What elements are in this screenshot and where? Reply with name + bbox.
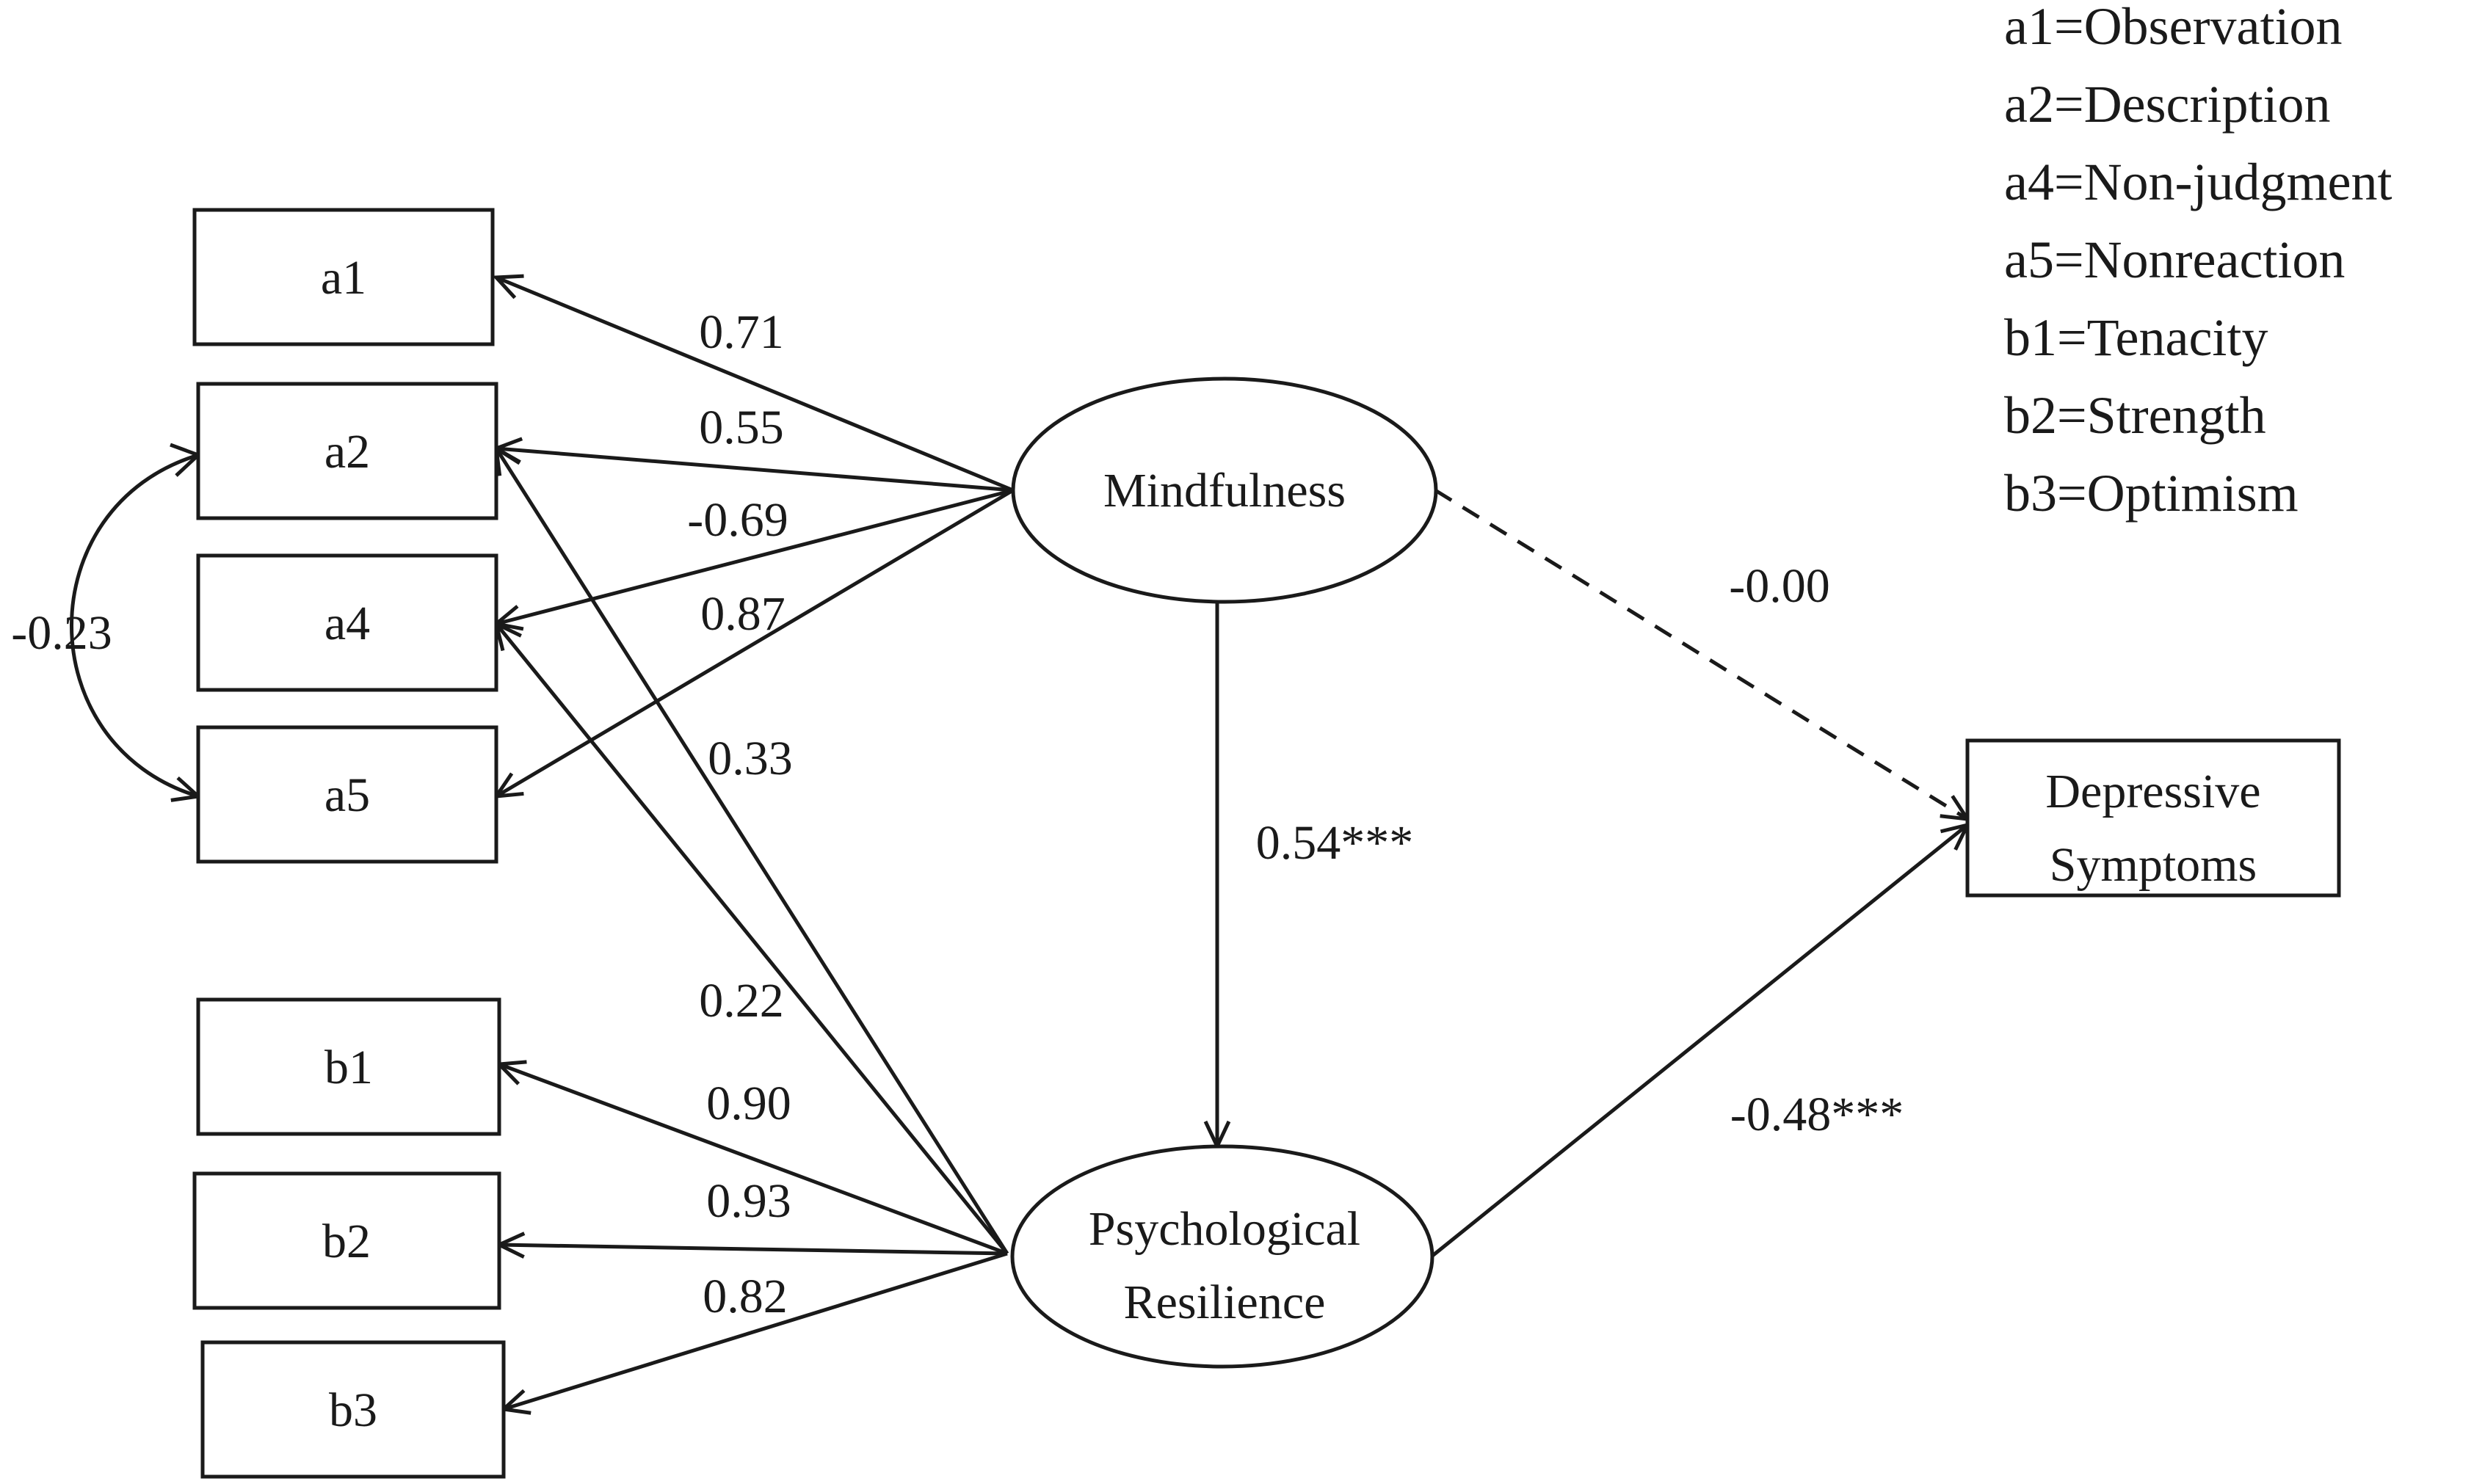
path-resilience-b1 (499, 1064, 1008, 1256)
path-mindfulness-depressive (1434, 488, 1967, 819)
node-a1: a1 (192, 208, 495, 346)
path-resilience-b3 (504, 1251, 1008, 1409)
node-depressive-label-1: Depressive (2045, 765, 2260, 818)
legend-item-b3: b3=Optimism (2004, 464, 2299, 523)
coef-resilience-b2: 0.93 (706, 1174, 791, 1228)
node-b3-label: b3 (329, 1383, 377, 1437)
node-mindfulness: Mindfulness (1011, 377, 1438, 604)
path-resilience-a2 (496, 448, 1009, 1255)
coef-resilience-depressive: -0.48*** (1730, 1088, 1904, 1141)
node-a1-label: a1 (321, 251, 366, 305)
legend-item-a2: a2=Description (2004, 75, 2330, 134)
node-b2-label: b2 (322, 1215, 371, 1268)
node-b1: b1 (196, 997, 501, 1136)
covariance-a2-a5 (70, 453, 199, 796)
node-depressive-label-2: Symptoms (2050, 838, 2257, 892)
node-b3: b3 (200, 1340, 506, 1479)
node-mindfulness-label: Mindfulness (1103, 464, 1346, 517)
coef-mindfulness-a1: 0.71 (699, 305, 784, 359)
legend-item-b2: b2=Strength (2004, 386, 2266, 445)
path-mindfulness-a4 (496, 488, 1014, 624)
coef-resilience-a2: 0.33 (708, 732, 793, 785)
path-resilience-depressive (1430, 825, 1967, 1258)
legend-item-a1: a1=Observation (2004, 0, 2342, 56)
coef-mindfulness-a4: -0.69 (687, 493, 788, 547)
coef-resilience-a4: 0.22 (699, 974, 784, 1027)
covariance-arrowhead-a2 (170, 443, 200, 477)
node-a2: a2 (196, 382, 498, 520)
coef-mindfulness-a2: 0.55 (699, 401, 784, 454)
node-a2-label: a2 (324, 425, 370, 479)
node-b1-label: b1 (324, 1041, 373, 1094)
legend: a1=Observation a2=Description a4=Non-jud… (2004, 0, 2393, 523)
node-b2: b2 (192, 1171, 501, 1310)
node-a4-label: a4 (324, 597, 370, 650)
legend-item-b1: b1=Tenacity (2004, 308, 2268, 367)
path-resilience-a4 (496, 624, 1009, 1255)
coef-resilience-b3: 0.82 (703, 1270, 788, 1323)
path-mindfulness-a5 (496, 488, 1015, 796)
node-a5: a5 (196, 725, 498, 864)
coef-mindfulness-a5: 0.87 (700, 587, 786, 641)
legend-item-a4: a4=Non-judgment (2004, 153, 2393, 211)
legend-item-a5: a5=Nonreaction (2004, 230, 2345, 289)
node-depressive-symptoms: Depressive Symptoms (1965, 738, 2341, 898)
coef-mindfulness-resilience: 0.54*** (1256, 816, 1414, 870)
coef-covariance-a2-a5: -0.23 (11, 606, 112, 660)
node-a4: a4 (196, 553, 498, 692)
coef-mindfulness-depressive: -0.00 (1729, 559, 1829, 613)
node-resilience-label-2: Resilience (1124, 1276, 1326, 1329)
node-resilience-label-1: Psychological (1089, 1202, 1360, 1256)
path-mindfulness-a1 (496, 277, 1014, 492)
node-psychological-resilience: Psychological Resilience (1010, 1144, 1434, 1369)
node-a5-label: a5 (324, 768, 370, 822)
path-resilience-b2 (499, 1245, 1008, 1254)
path-mindfulness-a2 (496, 448, 1014, 492)
coef-resilience-b1: 0.90 (706, 1077, 791, 1130)
